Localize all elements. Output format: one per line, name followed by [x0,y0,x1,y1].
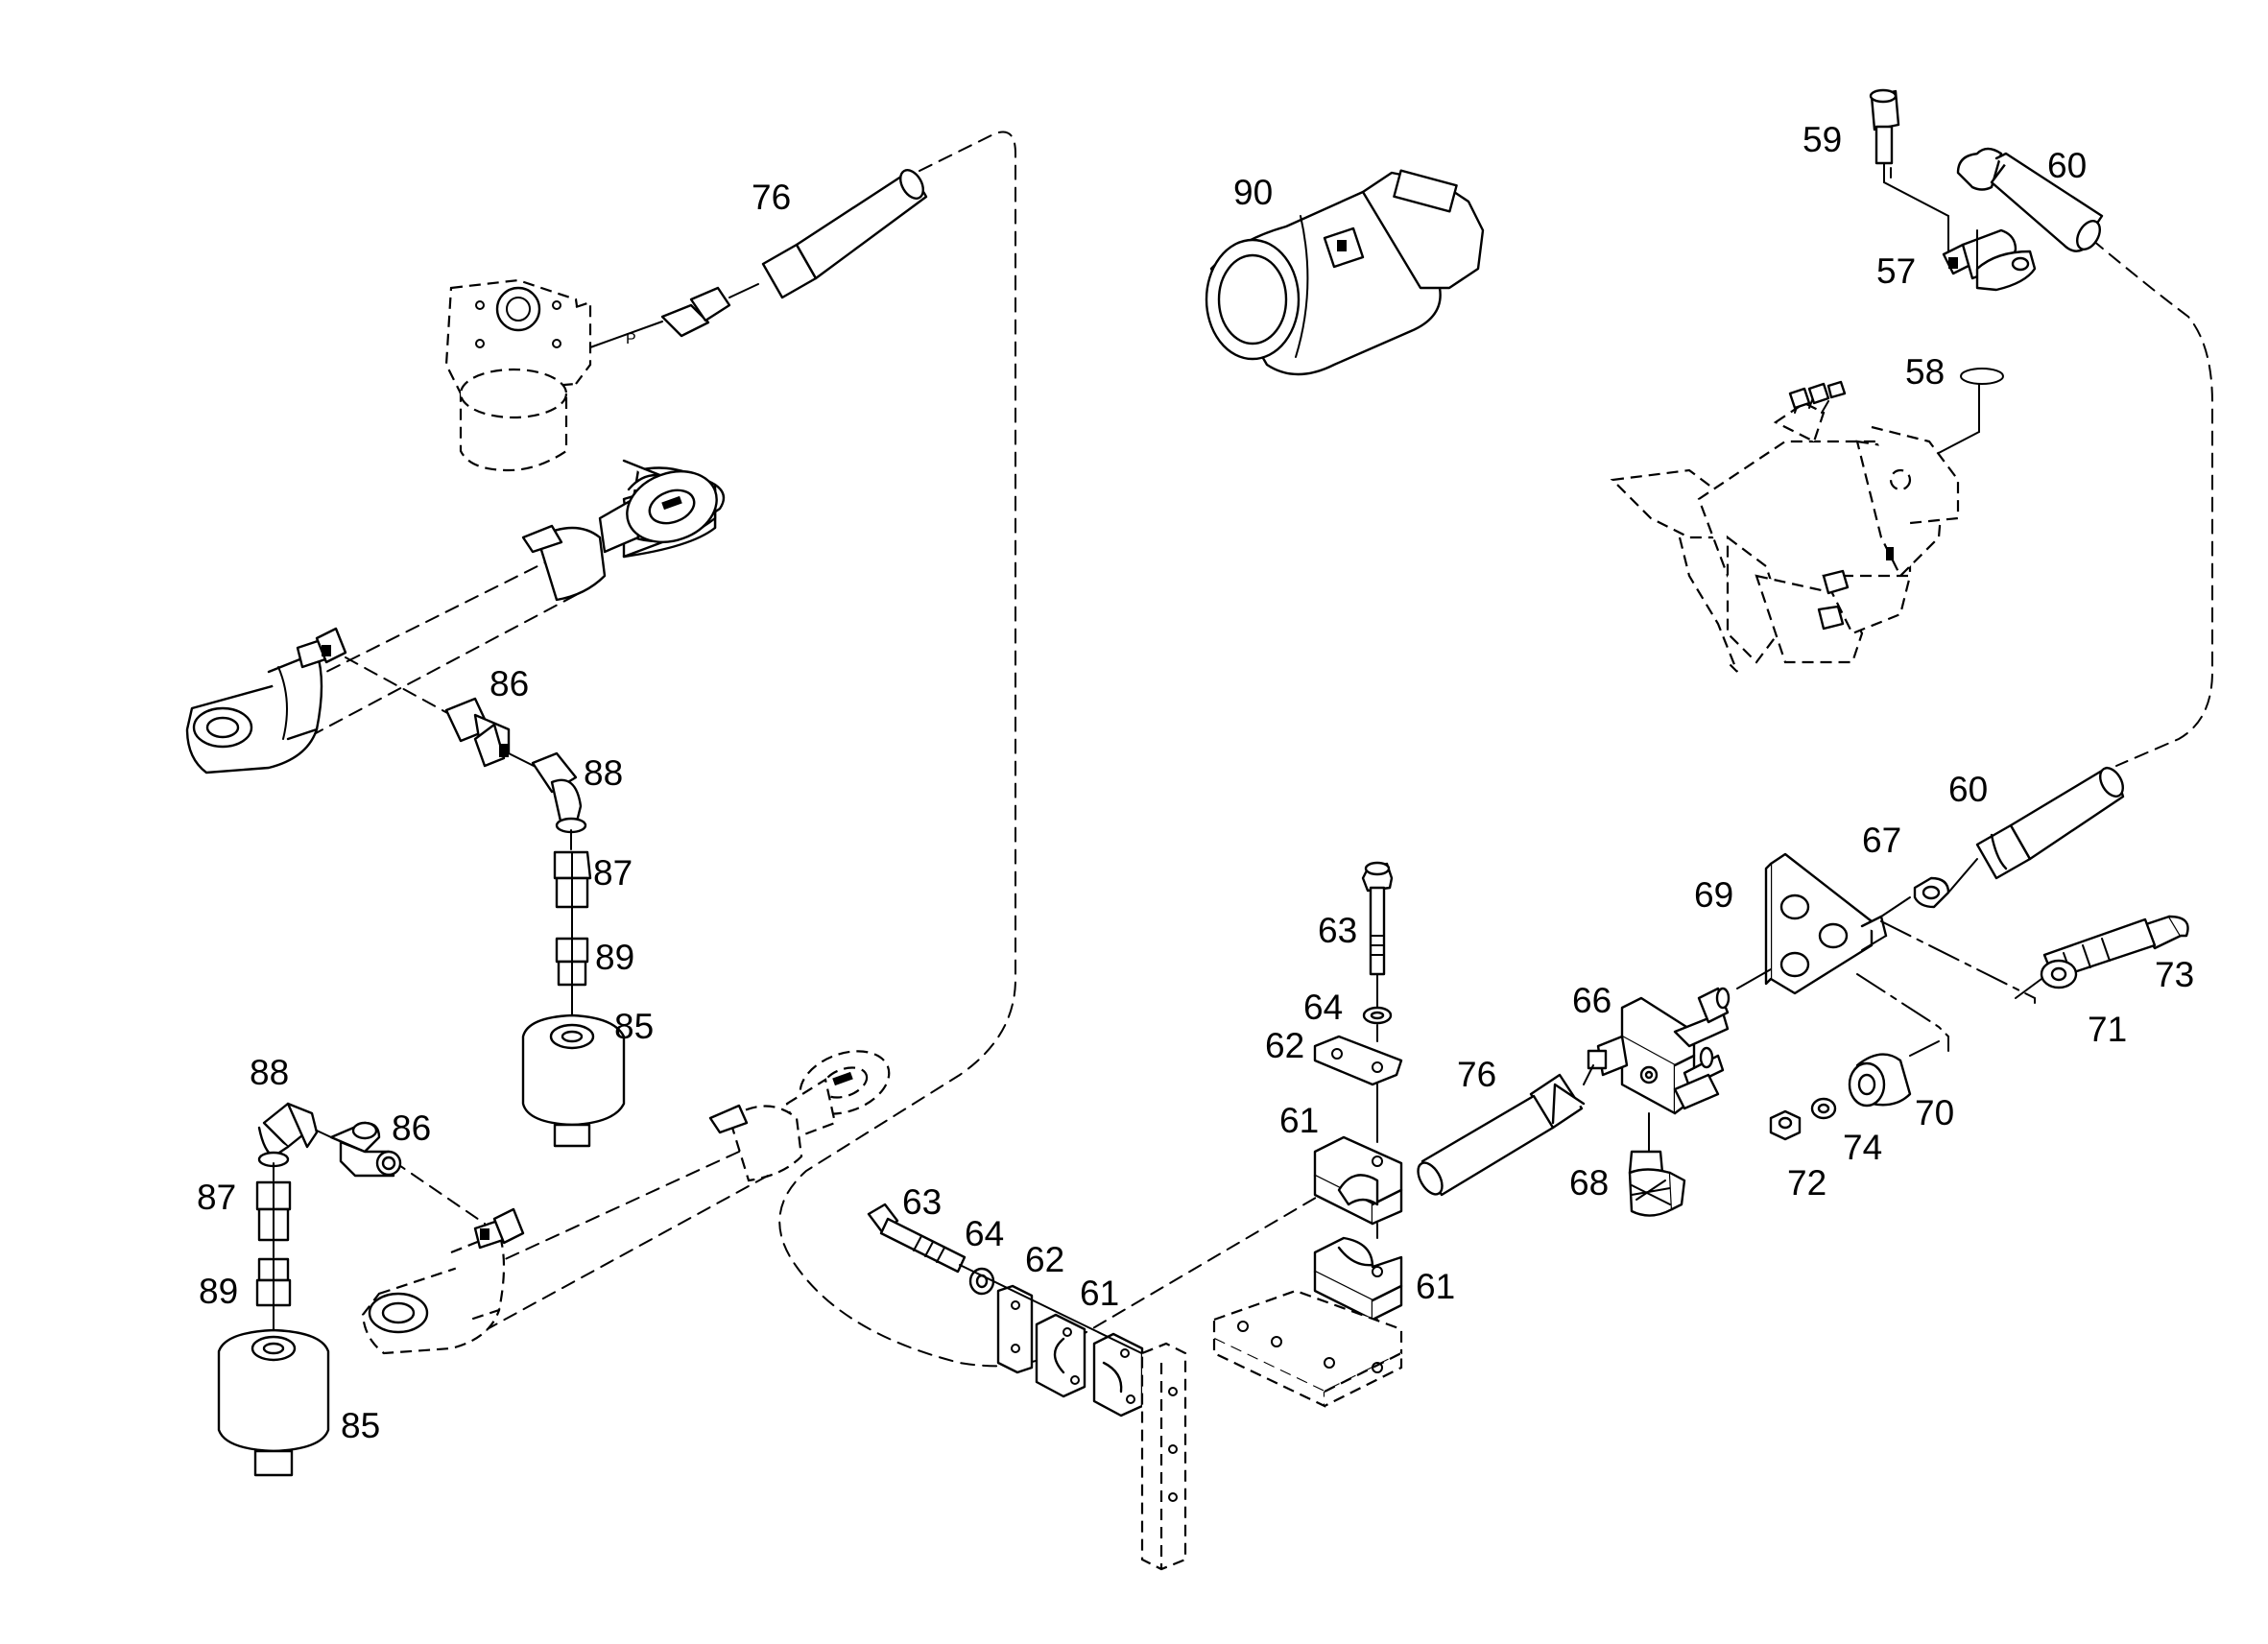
pump-assembly [1610,380,1960,673]
hose-60-top [1956,147,2104,252]
callout-86-upper: 86 [489,664,529,703]
callout-60-lower: 60 [1948,770,1988,809]
callout-63-lower: 63 [902,1182,942,1222]
callout-86-lower: 86 [392,1108,431,1148]
callout-89-lower: 89 [199,1272,238,1311]
o-ring-58 [1960,368,2004,385]
hydraulic-motor-90 [1205,169,1485,376]
callout-88-upper: 88 [584,753,623,793]
steering-cylinder-lower [361,1050,891,1355]
hose-route-right [2091,239,2213,767]
hose-60-lower [1975,766,2125,880]
flange-plate-69 [1764,852,1888,995]
elbow-fitting-88-lower [257,1102,319,1168]
callout-71: 71 [2088,1010,2127,1049]
callout-61-lower-left: 61 [1080,1274,1119,1313]
mounting-bracket [1212,1289,1403,1408]
callout-64-upper: 64 [1303,988,1343,1027]
callout-57: 57 [1876,251,1916,291]
hose-76-top [761,169,928,299]
nut-72 [1769,1109,1802,1141]
callout-90: 90 [1233,173,1273,212]
callout-85-upper: 85 [614,1007,654,1046]
valve-block-66 [1587,987,1731,1115]
washer-74 [1810,1097,1837,1120]
callout-69: 69 [1694,875,1733,915]
cover-plate-62-lower [996,1284,1034,1374]
seal-67 [1913,876,1950,909]
screw-59 [1869,88,1900,174]
adapter-87-lower [255,1180,292,1242]
callout-59: 59 [1802,120,1842,159]
elbow-fitting-88-upper [531,751,587,834]
cover-plate-62-upper [1313,1035,1403,1086]
callout-87-upper: 87 [593,853,633,893]
callout-74: 74 [1843,1128,1882,1167]
callout-62-lower: 62 [1025,1240,1064,1279]
callout-61-upper: 61 [1279,1101,1319,1140]
tee-fitting-86-upper [444,697,511,768]
callout-61-lower-right: 61 [1416,1267,1455,1306]
line-to-valve [1074,1175,1354,1340]
callout-87-lower: 87 [197,1178,236,1217]
adapter-89-lower [255,1257,292,1307]
callout-72: 72 [1787,1163,1826,1203]
port-mark-p: P [626,331,636,347]
clamp-half-61-lower [1313,1236,1403,1322]
bushing-70 [1848,1053,1912,1108]
mounting-rail [1140,1342,1187,1571]
callout-58: 58 [1905,352,1945,392]
clamp-half-61-upper [1313,1135,1403,1226]
hose-adapter [660,283,759,338]
callout-73: 73 [2155,955,2194,994]
callout-76-top: 76 [752,178,791,217]
callout-67: 67 [1862,821,1901,860]
callout-63-upper: 63 [1318,911,1357,950]
steering-unit: P [444,278,663,472]
callout-68: 68 [1569,1163,1609,1203]
bolt-63-upper [1361,861,1394,976]
accumulator-85-upper [521,1013,626,1148]
hose-route-left [778,131,1081,1368]
callout-88-lower: 88 [250,1053,289,1092]
callout-60-top: 60 [2047,146,2087,185]
steering-cylinder-upper [185,459,726,774]
callout-64-lower: 64 [965,1214,1004,1253]
clamp-half-61-lower-left-b [1092,1332,1144,1418]
hose-76-lower [1417,1073,1586,1197]
flange-clamp-57 [1942,228,2037,292]
callout-89-upper: 89 [595,938,634,977]
bolt-63-lower [867,1203,967,1274]
test-coupling-68 [1628,1150,1686,1217]
washer-64-upper [1362,1006,1393,1025]
callout-66: 66 [1572,981,1611,1020]
adapter-89-upper [555,937,589,987]
callout-70: 70 [1915,1093,1954,1132]
washer-71 [2040,959,2078,989]
callout-62-upper: 62 [1265,1026,1304,1065]
adapter-87-upper [553,850,592,909]
callout-76-lower: 76 [1457,1055,1496,1094]
callout-85-lower: 85 [341,1406,380,1445]
tee-fitting-86-lower [329,1121,402,1178]
clamp-half-61-lower-left-a [1035,1313,1086,1398]
accumulator-85-lower [217,1328,330,1477]
